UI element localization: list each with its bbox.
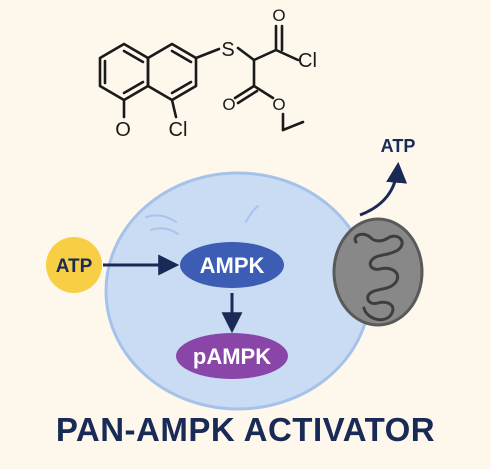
- atp-output-label: ATP: [381, 136, 416, 156]
- mitochondrial-cristae: [353, 232, 404, 322]
- chemical-structure: [98, 24, 305, 132]
- pampk-node: [176, 333, 288, 379]
- ampk-node: [180, 242, 284, 288]
- mitochondrion: [332, 217, 424, 327]
- hydroxy-oxygen-label: O: [115, 119, 131, 141]
- carbonyl-oxygen-2: O: [222, 95, 235, 114]
- ring-chlorine-bond: [170, 98, 178, 119]
- sulfur-atom-label: S: [221, 39, 234, 61]
- page-title: PAN-AMPK ACTIVATOR: [55, 411, 436, 448]
- ampk-label: AMPK: [200, 253, 265, 278]
- sulfur-bond-ring: [194, 47, 221, 60]
- pampk-label: pAMPK: [193, 344, 271, 369]
- atp-input-circle: [46, 237, 102, 293]
- ring-chlorine-label: Cl: [169, 119, 188, 141]
- ester-oxygen: O: [272, 95, 285, 114]
- sulfur-bond-chain: [236, 46, 256, 62]
- carbonyl-oxygen-1: O: [272, 6, 285, 25]
- cell-texture-marks: [145, 205, 259, 235]
- atp-input-label: ATP: [56, 256, 93, 277]
- atp-output-arrow: [359, 161, 408, 217]
- acyl-chlorine-label: Cl: [298, 50, 317, 72]
